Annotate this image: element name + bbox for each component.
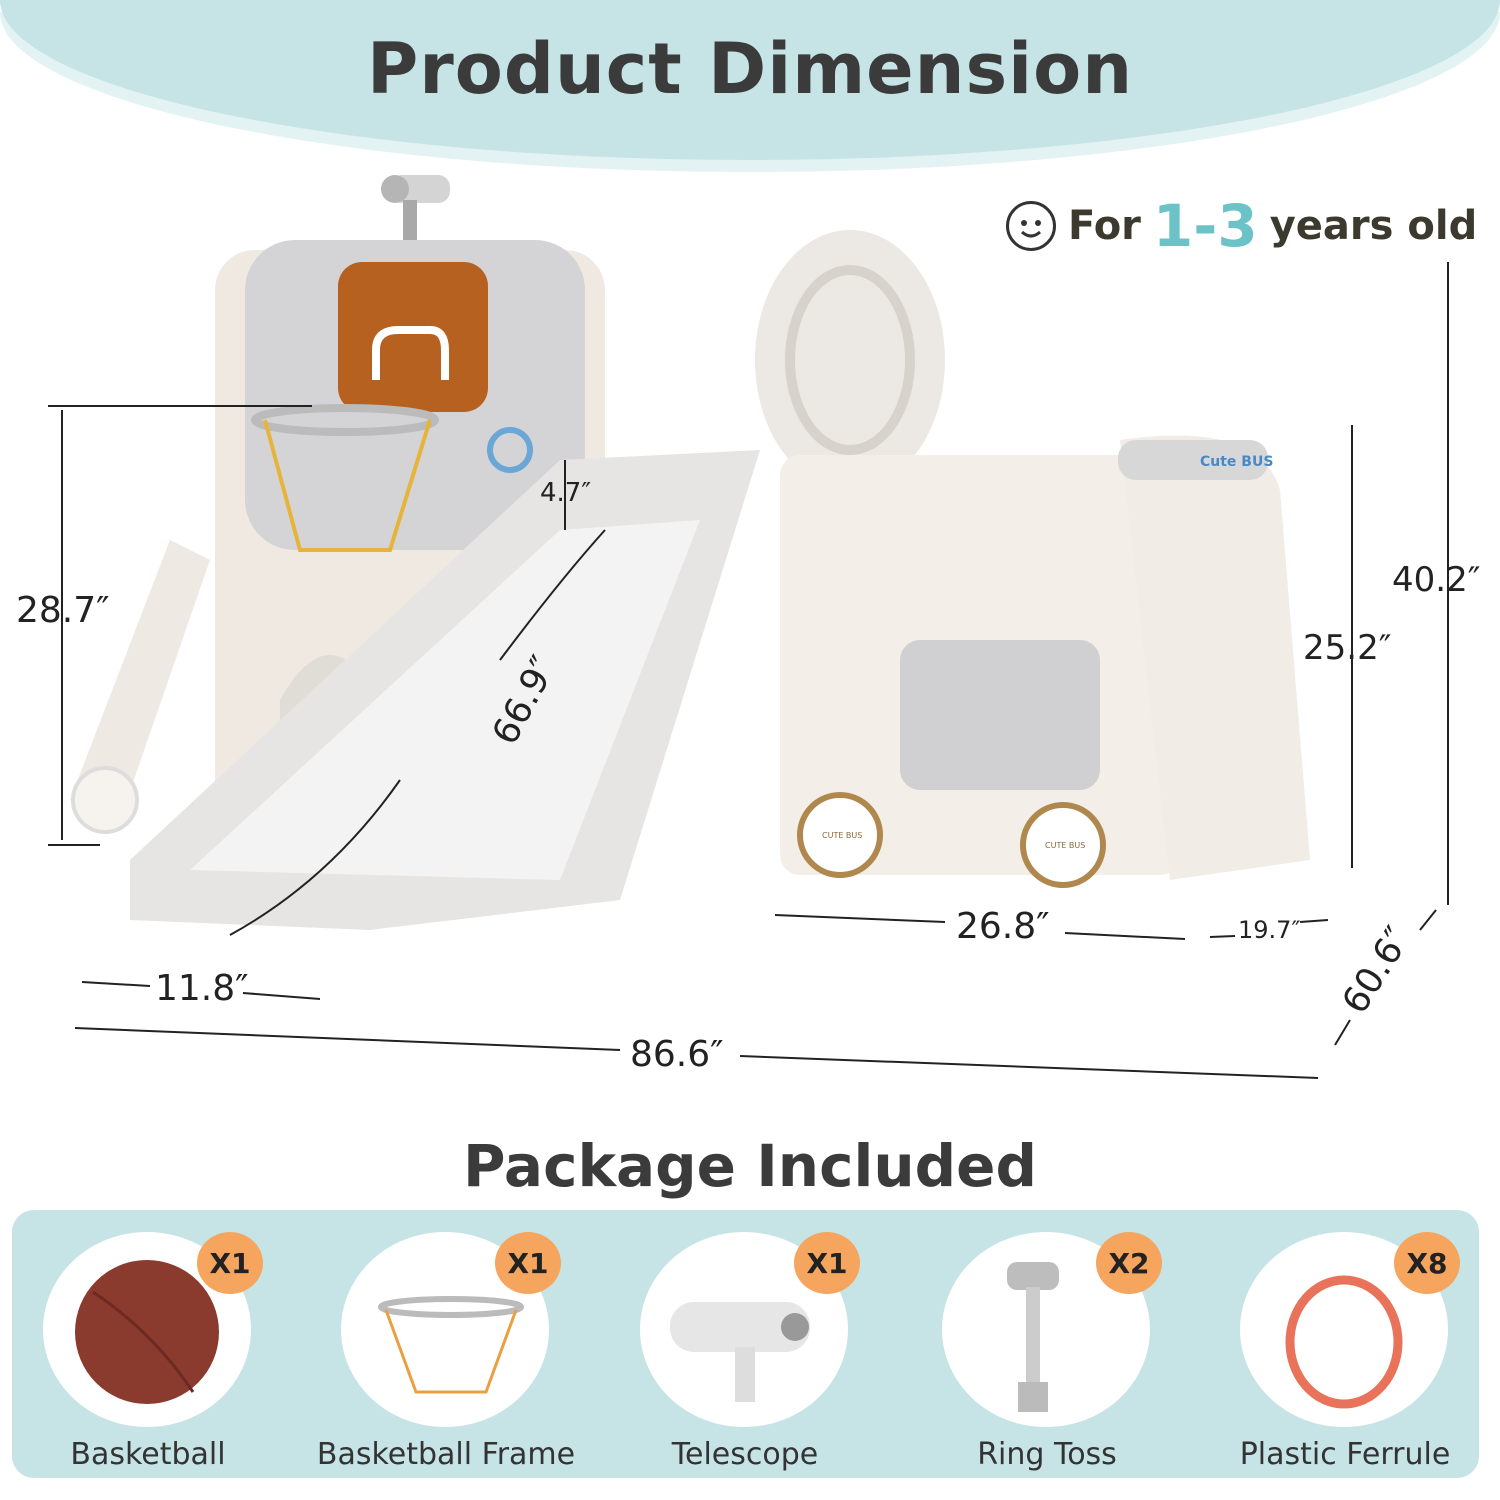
- baby-face-icon: [1006, 201, 1056, 251]
- ring-icon: [1285, 1275, 1403, 1409]
- bus: Cute BUS CUTE BUS CUTE BUS: [780, 435, 1310, 888]
- quantity-badge: X2: [1096, 1232, 1162, 1294]
- ring-toss-icon: [1007, 1262, 1059, 1412]
- playset-illustration: Cute BUS CUTE BUS CUTE BUS: [48, 175, 1449, 1079]
- age-suffix: years old: [1269, 203, 1478, 249]
- quantity-badge: X1: [794, 1232, 860, 1294]
- hoop-height-dimension: 28.7″: [16, 590, 110, 631]
- dimension-lines: [48, 262, 1449, 1079]
- slide-gap-dimension: 4.7″: [540, 478, 592, 508]
- ladder: [70, 540, 210, 834]
- age-prefix: For: [1068, 203, 1141, 249]
- quantity-badge: X1: [197, 1232, 263, 1294]
- quantity-badge: X1: [495, 1232, 561, 1294]
- bus-height-dimension: 25.2″: [1303, 628, 1392, 668]
- age-range-badge: For 1-3 years old: [1006, 192, 1477, 260]
- wheel-label: CUTE BUS: [1045, 841, 1085, 850]
- total-height-dimension: 40.2″: [1392, 560, 1481, 600]
- basketball-icon: [75, 1260, 219, 1404]
- quantity-badge: X8: [1394, 1232, 1460, 1294]
- item-label: Plastic Ferrule: [1239, 1437, 1451, 1472]
- slide: [130, 450, 760, 930]
- item-label: Basketball: [70, 1437, 226, 1472]
- bus-length-dimension: 26.8″: [956, 906, 1050, 947]
- item-label: Ring Toss: [977, 1437, 1117, 1472]
- wheel-panel: [755, 230, 945, 490]
- bus-front-dimension: 19.7″: [1238, 916, 1301, 944]
- total-length-dimension: 86.6″: [630, 1034, 724, 1075]
- bus-label: Cute BUS: [1200, 454, 1273, 470]
- slide-width-dimension: 11.8″: [155, 968, 249, 1009]
- item-label: Telescope: [671, 1437, 819, 1472]
- wheel-label: CUTE BUS: [822, 831, 862, 840]
- item-label: Basketball Frame: [316, 1437, 576, 1472]
- basketball-frame-icon: [378, 1296, 524, 1394]
- page-title: Product Dimension: [366, 28, 1134, 110]
- package-title: Package Included: [462, 1132, 1038, 1200]
- telescope-icon: [670, 1302, 810, 1402]
- age-range: 1-3: [1152, 192, 1258, 260]
- telescope-icon: [381, 175, 450, 245]
